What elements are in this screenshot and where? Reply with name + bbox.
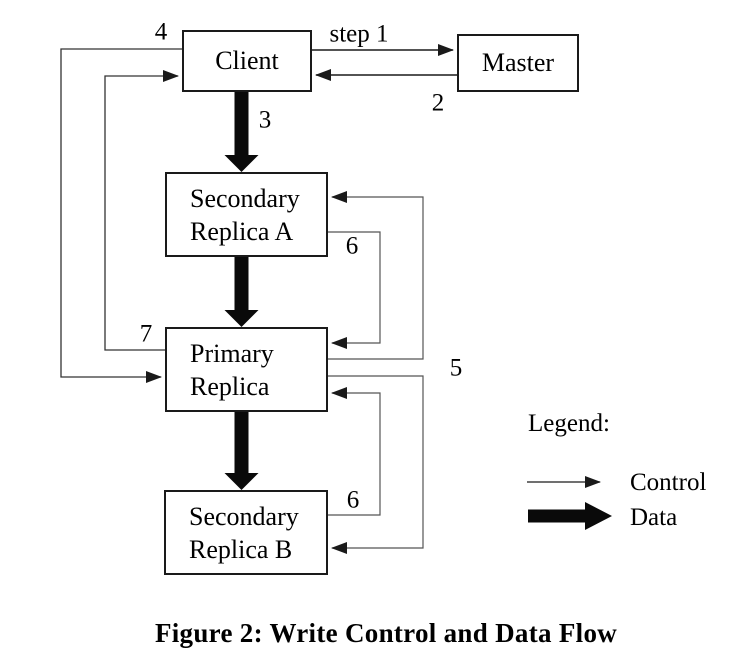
legend-data-arrow <box>528 502 612 530</box>
node-secondary-replica-a-label: Secondary Replica A <box>190 182 300 248</box>
legend-data-label: Data <box>630 504 678 531</box>
data-arrow-primary-to-secondary-b <box>224 412 259 490</box>
secondary-a-line2: Replica A <box>190 216 294 246</box>
label-step5: 5 <box>449 354 463 382</box>
label-step3: 3 <box>258 106 272 134</box>
control-arrow-step7-primary-to-client <box>104 70 179 351</box>
control-arrow-step6-secondary-b-to-primary <box>328 387 381 516</box>
control-arrow-step5-primary-to-secondary-b <box>328 375 424 554</box>
label-step6-b: 6 <box>346 486 360 514</box>
node-primary-replica: Primary Replica <box>165 327 328 412</box>
node-master: Master <box>457 34 579 92</box>
primary-line2: Replica <box>190 371 270 401</box>
node-secondary-replica-b: Secondary Replica B <box>164 490 328 575</box>
secondary-b-line2: Replica B <box>189 534 293 564</box>
primary-line1: Primary <box>190 338 274 368</box>
node-client-label: Client <box>215 46 279 75</box>
legend-control-label: Control <box>630 469 707 496</box>
node-primary-replica-label: Primary Replica <box>190 337 274 403</box>
figure-caption: Figure 2: Write Control and Data Flow <box>154 618 618 648</box>
secondary-b-line1: Secondary <box>189 501 299 531</box>
control-arrow-step4-client-to-primary <box>60 48 182 383</box>
label-step7: 7 <box>139 320 153 348</box>
label-step6-a: 6 <box>345 232 359 260</box>
node-secondary-replica-a: Secondary Replica A <box>165 172 328 257</box>
node-client: Client <box>182 30 312 92</box>
node-secondary-replica-b-label: Secondary Replica B <box>189 500 299 566</box>
data-arrow-step3-client-to-secondary-a <box>224 92 259 172</box>
label-step1: step 1 <box>329 20 389 48</box>
control-arrow-step6-secondary-a-to-primary <box>328 231 381 349</box>
label-step2: 2 <box>431 89 445 117</box>
secondary-a-line1: Secondary <box>190 183 300 213</box>
node-master-label: Master <box>481 48 555 77</box>
legend-title: Legend: <box>528 410 610 437</box>
control-arrow-step5-primary-to-secondary-a <box>328 191 424 360</box>
label-step4: 4 <box>154 18 168 46</box>
data-arrow-secondary-a-to-primary <box>224 257 259 327</box>
